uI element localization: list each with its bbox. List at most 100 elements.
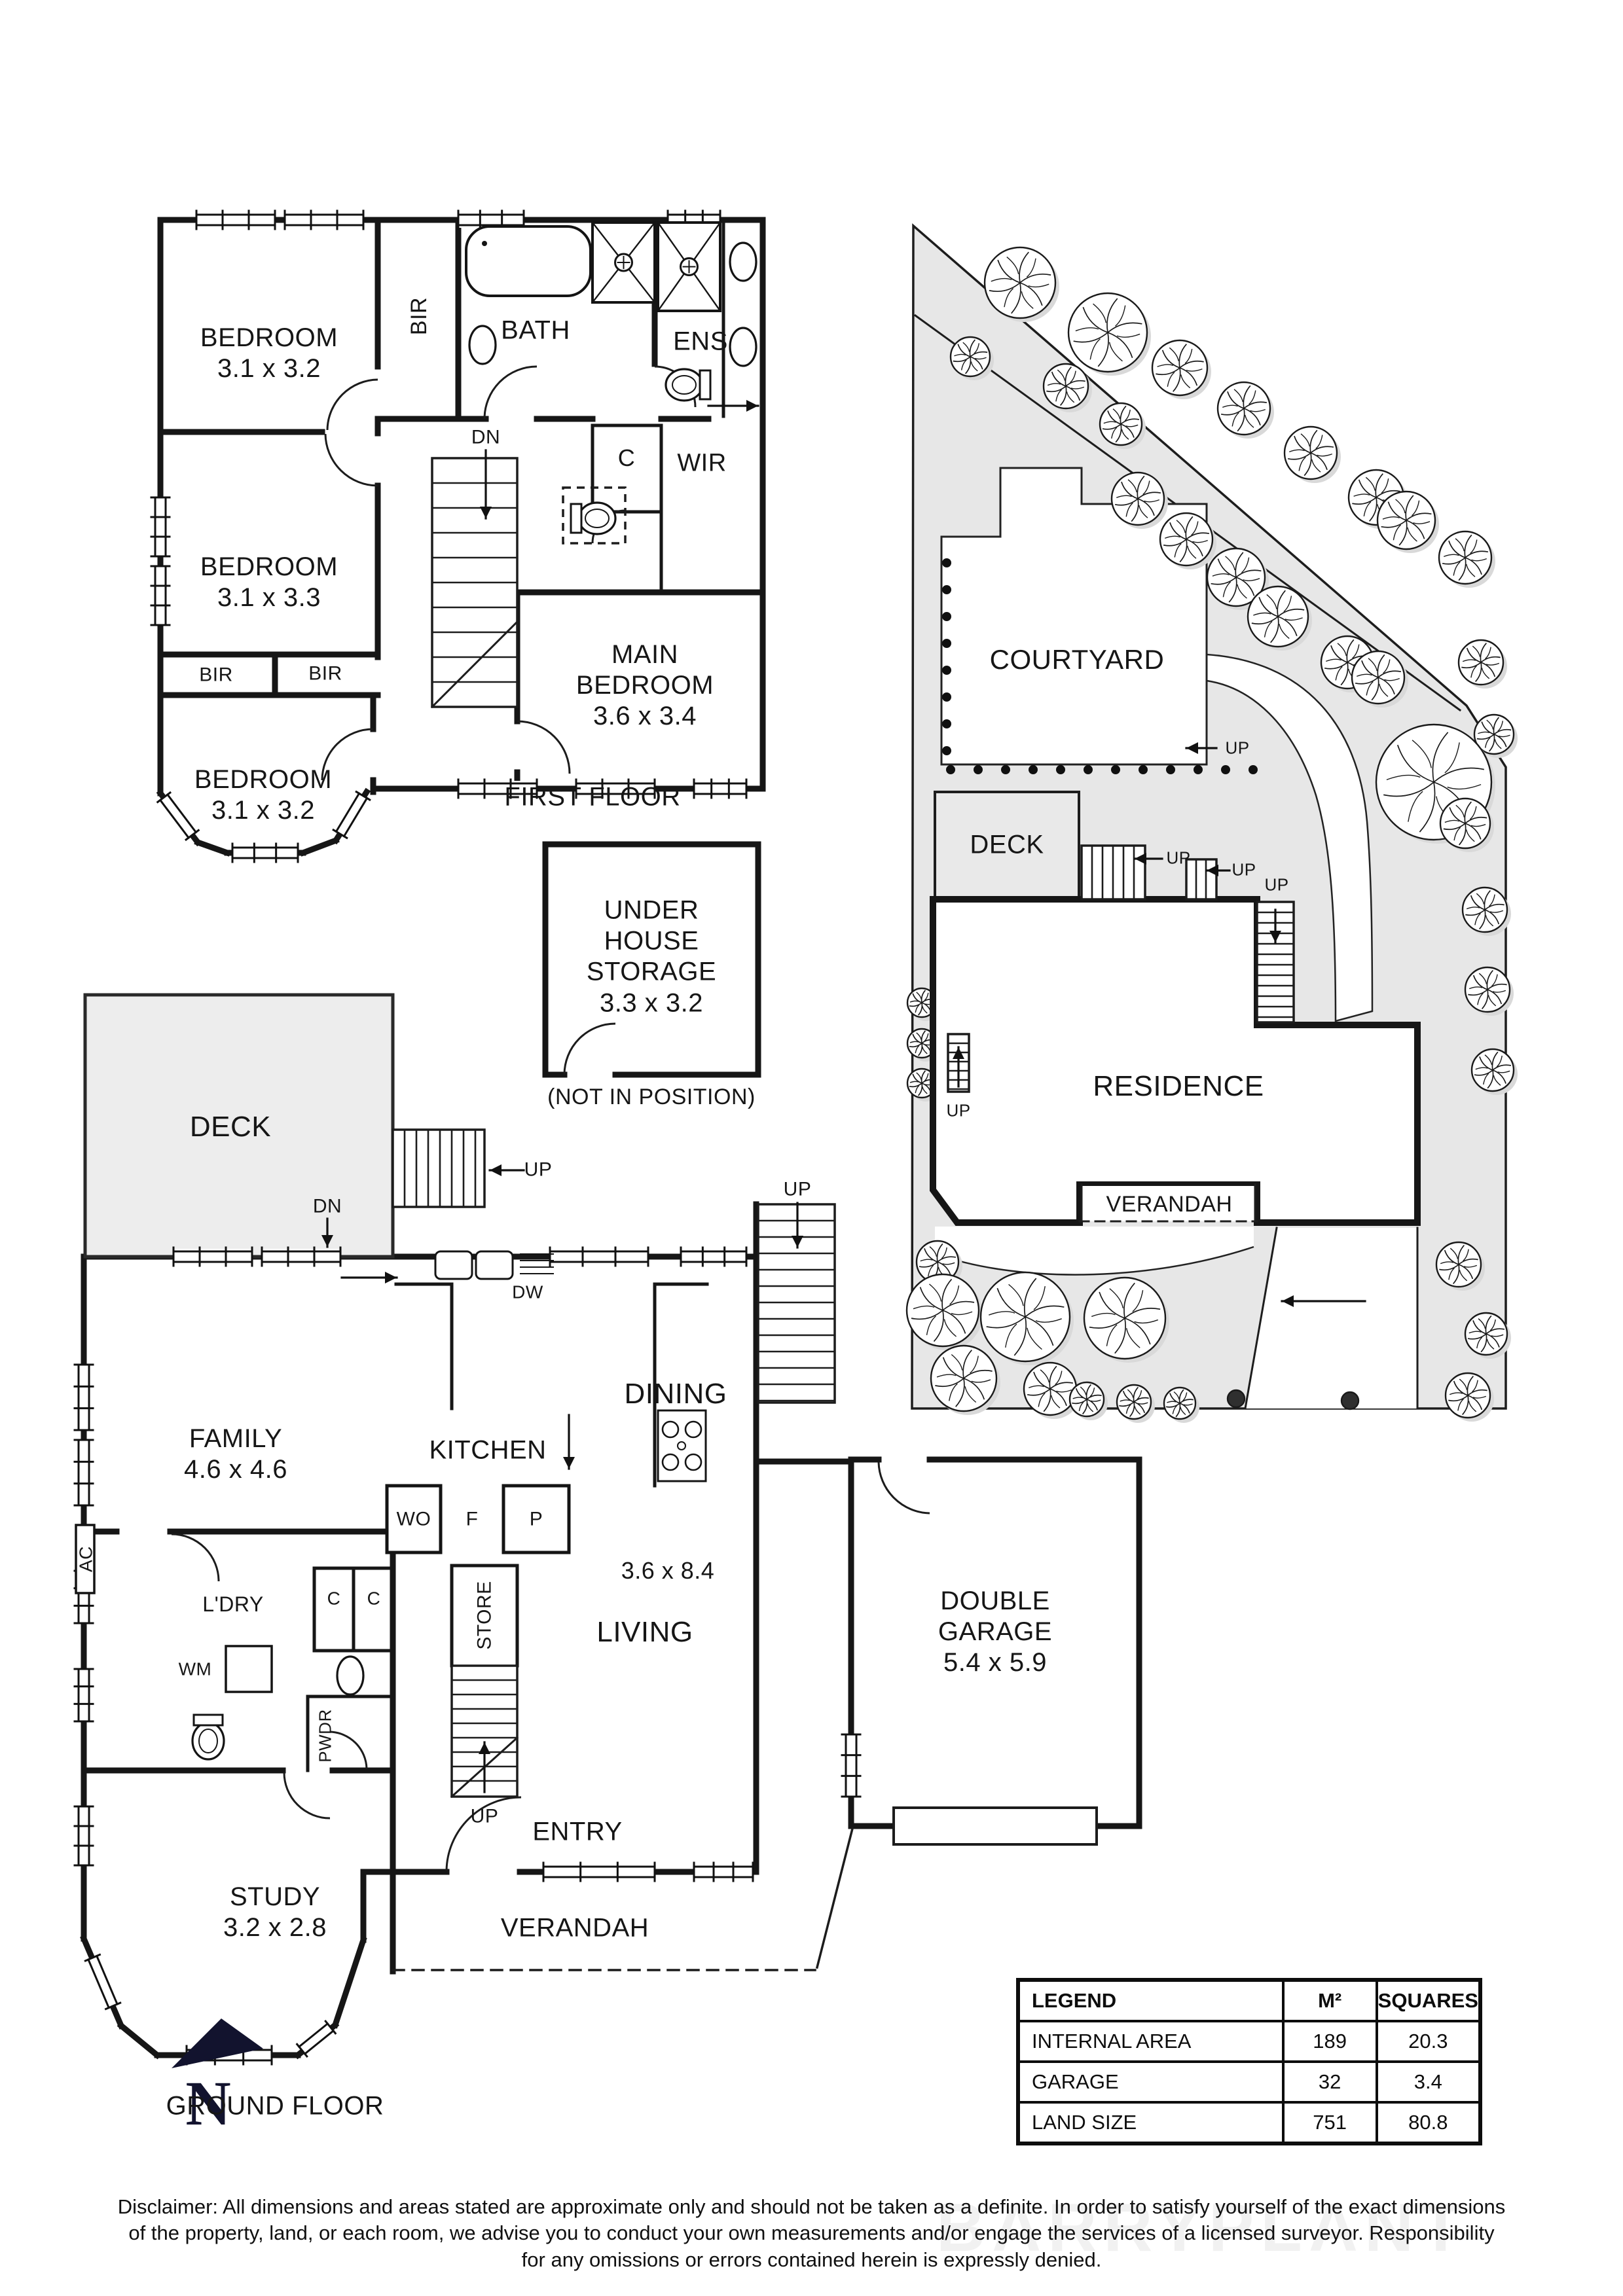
- tree-branch: [921, 1070, 926, 1084]
- window-icon: [841, 1733, 862, 1798]
- tree-branch: [1377, 654, 1385, 678]
- tree-branch: [1103, 421, 1116, 424]
- tree-branch: [1046, 386, 1067, 393]
- tree-branch: [917, 1083, 923, 1096]
- tree-branch: [1233, 389, 1243, 403]
- tree-branch: [1491, 974, 1498, 987]
- stair-outline: [392, 1128, 486, 1208]
- tree-branch: [1485, 1315, 1492, 1335]
- tree-branch: [962, 1350, 972, 1379]
- tree-branch: [1243, 385, 1251, 409]
- tree-branch: [1035, 1318, 1062, 1323]
- tree-branch: [1288, 449, 1305, 453]
- staircase: [1185, 858, 1218, 901]
- tree-branch: [1487, 1069, 1494, 1089]
- tree-branch: [1173, 367, 1181, 392]
- tree-branch: [1353, 493, 1370, 497]
- tree-branch: [1251, 616, 1279, 625]
- tree-branch: [1444, 1249, 1459, 1265]
- tree-branch: [1455, 538, 1465, 552]
- arrow-head: [385, 1272, 397, 1283]
- window-icon: [150, 565, 171, 626]
- tree-branch: [924, 1033, 929, 1042]
- tree-branch: [1476, 734, 1495, 740]
- courtyard-area: [940, 467, 1208, 766]
- tree-branch: [1142, 480, 1150, 495]
- window-icon: [332, 790, 371, 840]
- tree-branch: [1458, 1258, 1478, 1265]
- tree-branch: [916, 992, 922, 999]
- garden-path: [1205, 653, 1374, 1022]
- tree-branch: [1137, 1390, 1142, 1400]
- room-deck-ground: DECK: [189, 1111, 272, 1143]
- tree-branch: [1179, 1399, 1194, 1404]
- tree-branch: [1358, 479, 1377, 498]
- tree-branch: [996, 1287, 1026, 1318]
- tree-branch: [949, 1383, 958, 1401]
- tree-branch: [1085, 1384, 1092, 1400]
- room-under-house-storage: UNDER HOUSE STORAGE 3.3 x 3.2: [586, 895, 717, 1018]
- bathtub-drain: [482, 241, 487, 246]
- tree-branch: [1489, 894, 1495, 907]
- tree-branch: [1019, 251, 1029, 283]
- tree-branch: [1448, 1395, 1468, 1402]
- tree-branch: [1089, 1387, 1095, 1397]
- tree-branch: [1277, 616, 1298, 636]
- tree-branch: [912, 1033, 922, 1044]
- door-arc: [171, 1533, 220, 1582]
- toilet-seat: [198, 1729, 218, 1753]
- tree-branch: [949, 1285, 960, 1305]
- door-arc: [321, 728, 374, 781]
- arrow-icon: [340, 1272, 398, 1283]
- courtyard-dot: [1056, 765, 1065, 774]
- tree-branch: [1407, 527, 1417, 542]
- tree-branch: [1432, 732, 1449, 783]
- tree-branch: [1448, 540, 1466, 558]
- stair-outline: [1185, 858, 1218, 901]
- disclaimer-line: Disclaimer: All dimensions and areas sta…: [117, 2195, 1506, 2218]
- tree-branch: [1493, 728, 1512, 735]
- tree-branch: [1365, 476, 1376, 491]
- tree-branch: [1072, 1397, 1084, 1399]
- tree-branch: [989, 282, 1021, 293]
- tree-branch: [942, 1357, 964, 1379]
- tree-branch: [915, 1045, 920, 1054]
- window-icon: [283, 209, 365, 230]
- tree-branch: [1382, 516, 1400, 520]
- ground-deck: [83, 993, 395, 1259]
- window-icon: [172, 1246, 253, 1267]
- tree-branch: [1125, 1328, 1140, 1348]
- room-residence: RESIDENCE: [1093, 1070, 1264, 1103]
- arrow-head: [746, 400, 758, 412]
- room-dining: DINING: [624, 1378, 727, 1410]
- tree-branch: [1169, 1393, 1180, 1404]
- legend-cell: 189: [1281, 2020, 1378, 2063]
- site-plan: [905, 223, 1518, 1423]
- tree-branch: [1486, 969, 1493, 990]
- tree-branch: [1463, 1265, 1478, 1268]
- tree-icon: [1163, 1386, 1199, 1423]
- courtyard-dot: [1139, 765, 1148, 774]
- tree-branch: [942, 1310, 966, 1334]
- tree-branch: [1361, 660, 1379, 678]
- tree-branch: [1486, 1333, 1500, 1348]
- tree-branch: [1461, 662, 1482, 669]
- window-icon: [73, 1439, 94, 1507]
- tree-branch: [1346, 639, 1355, 663]
- disclaimer-line: of the property, land, or each room, we …: [128, 2221, 1495, 2245]
- tree-branch: [1056, 1389, 1072, 1393]
- tree-branch: [1258, 597, 1279, 617]
- legend-cell: 32: [1281, 2060, 1378, 2104]
- window-mullion: [355, 790, 371, 802]
- tree-branch: [1191, 521, 1199, 536]
- tree-branch: [1065, 380, 1085, 387]
- tree-branch: [1132, 1290, 1144, 1312]
- tree-branch: [1082, 1399, 1088, 1415]
- tree-branch: [1485, 915, 1494, 927]
- label-c1: C: [327, 1588, 341, 1609]
- window-icon: [231, 842, 299, 863]
- label-p: P: [529, 1508, 543, 1530]
- tree-branch: [1225, 556, 1235, 571]
- tree-icon: [930, 1344, 1000, 1415]
- tree-branch: [1099, 1291, 1125, 1319]
